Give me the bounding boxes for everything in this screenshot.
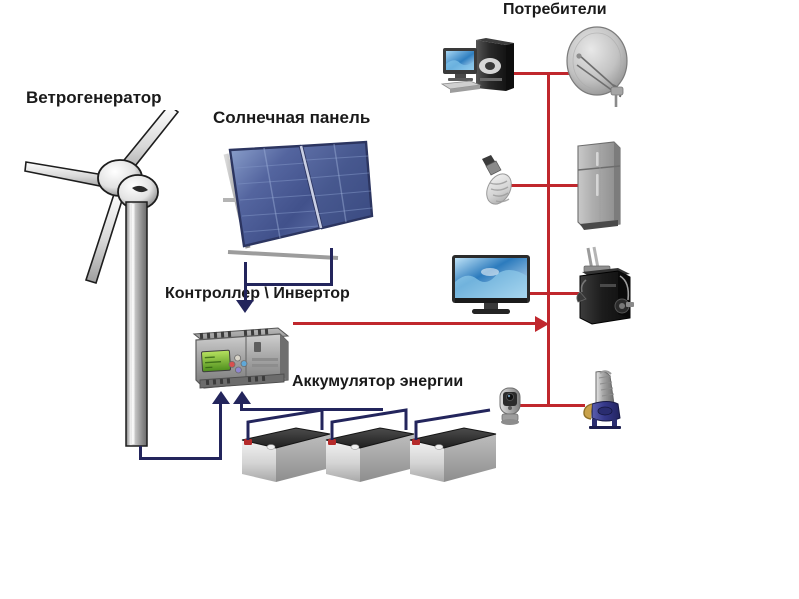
arrow-battery-to-controller — [233, 391, 251, 404]
wire-solar-right-drop — [330, 248, 333, 286]
battery-cell — [241, 427, 331, 482]
wire-ac-vertical-bus — [547, 72, 550, 406]
wire-branch-lamp — [507, 184, 550, 187]
battery-cell — [325, 427, 415, 482]
refrigerator — [574, 140, 622, 232]
wire-branch-satellite — [549, 72, 585, 75]
wind-turbine — [20, 103, 210, 450]
wire-turbine-rise — [219, 403, 222, 460]
wire-solar-bus — [244, 283, 333, 286]
television — [450, 252, 532, 320]
controller-inverter — [188, 318, 292, 394]
boiler — [574, 246, 636, 328]
light-bulb — [477, 155, 517, 213]
water-pump — [580, 370, 632, 432]
wire-branch-pump — [549, 404, 585, 407]
wire-ac-main-run — [293, 322, 539, 325]
wire-branch-boiler — [549, 292, 579, 295]
arrow-ac-to-consumers — [535, 316, 549, 332]
label-wind-generator: Ветрогенератор — [26, 88, 162, 107]
wire-solar-left-drop — [244, 262, 247, 286]
satellite-dish — [563, 25, 635, 115]
wire-solar-to-controller — [244, 283, 247, 303]
wire-branch-tv — [527, 292, 550, 295]
wire-branch-computer — [512, 72, 550, 75]
wire-branch-fridge — [549, 184, 578, 187]
wire-turbine-base-drop — [139, 446, 142, 460]
solar-panel — [214, 136, 376, 272]
battery-cell — [409, 427, 497, 482]
wire-turbine-run — [139, 457, 222, 460]
label-battery-storage: Аккумулятор энергии — [292, 373, 464, 390]
label-consumers: Потребители — [503, 1, 607, 18]
wire-battery-rise — [240, 403, 243, 411]
wire-battery-bus-main — [240, 408, 383, 411]
battery-bank — [238, 408, 500, 488]
arrow-solar-to-controller — [236, 300, 254, 313]
wire-branch-camera — [520, 404, 550, 407]
security-camera — [494, 384, 526, 426]
arrow-turbine-to-controller — [212, 391, 230, 404]
desktop-computer — [440, 36, 518, 98]
label-solar-panel: Солнечная панель — [213, 108, 371, 127]
label-controller-inverter: Контроллер \ Инвертор — [165, 285, 350, 302]
